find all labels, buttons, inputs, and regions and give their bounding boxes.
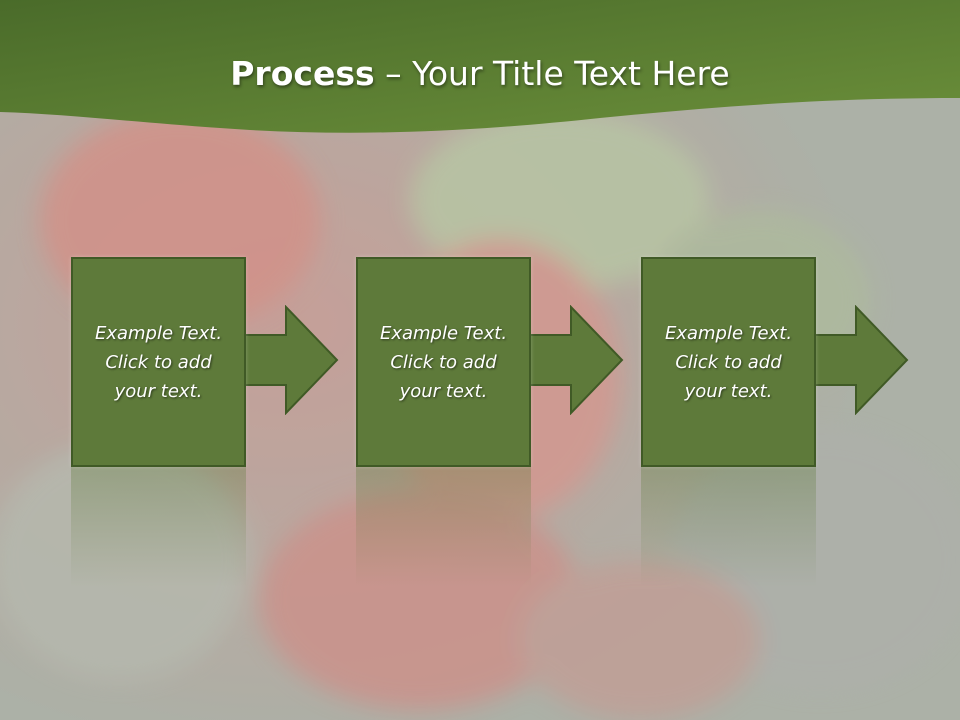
right-arrow-icon	[526, 305, 624, 415]
title-bold: Process	[230, 54, 375, 93]
process-step-3: Example Text. Click to add your text.	[641, 257, 909, 587]
process-step-1: Example Text. Click to add your text.	[71, 257, 339, 587]
title-rest: Your Title Text Here	[412, 54, 730, 93]
step-text-box[interactable]: Example Text. Click to add your text.	[356, 257, 531, 467]
blurred-foliage	[0, 110, 960, 720]
title-separator: –	[374, 54, 413, 93]
step-reflection	[641, 467, 816, 587]
slide-title[interactable]: Process – Your Title Text Here	[0, 52, 960, 96]
right-arrow-icon	[241, 305, 339, 415]
step-text: Example Text. Click to add your text.	[94, 322, 223, 402]
step-text: Example Text. Click to add your text.	[664, 322, 793, 402]
right-arrow-icon	[811, 305, 909, 415]
step-text-box[interactable]: Example Text. Click to add your text.	[71, 257, 246, 467]
step-reflection	[356, 467, 531, 587]
process-step-2: Example Text. Click to add your text.	[356, 257, 624, 587]
step-reflection	[71, 467, 246, 587]
title-banner	[0, 0, 960, 133]
step-text-box[interactable]: Example Text. Click to add your text.	[641, 257, 816, 467]
step-text: Example Text. Click to add your text.	[379, 322, 508, 402]
